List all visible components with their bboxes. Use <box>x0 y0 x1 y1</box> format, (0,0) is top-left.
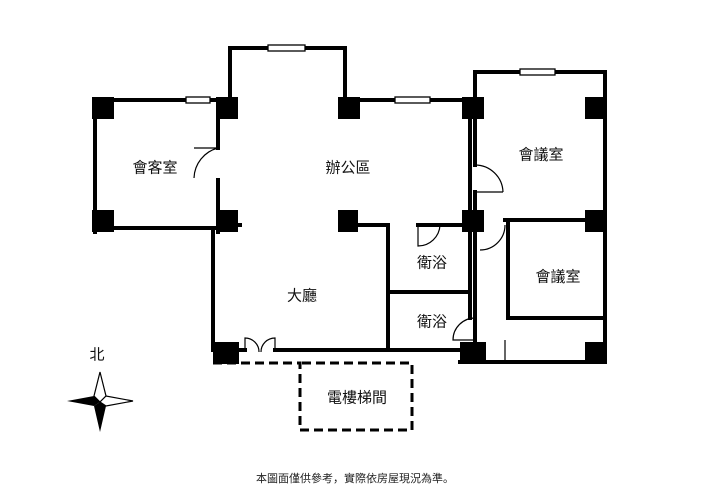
room-bathroom-1: 衛浴 <box>417 254 447 272</box>
walls <box>93 46 607 364</box>
room-meeting-1: 會議室 <box>518 146 563 164</box>
room-lobby: 大廳 <box>287 287 317 305</box>
disclaimer: 本圖面僅供參考，實際依房屋現況為準。 <box>256 472 454 485</box>
room-reception: 會客室 <box>132 159 177 177</box>
doors <box>193 147 506 353</box>
room-labels: 會客室 辦公區 會議室 會議室 衛浴 衛浴 大廳 電樓梯間 <box>132 146 580 407</box>
elevator-area <box>213 361 414 432</box>
room-elevator-stairs: 電樓梯間 <box>327 389 387 407</box>
columns <box>92 97 607 364</box>
room-office: 辦公區 <box>325 159 370 177</box>
north-label: 北 <box>89 346 104 364</box>
room-bathroom-2: 衛浴 <box>417 313 447 331</box>
room-meeting-2: 會議室 <box>535 268 580 286</box>
compass: 北 <box>67 346 134 432</box>
windows <box>185 44 556 104</box>
